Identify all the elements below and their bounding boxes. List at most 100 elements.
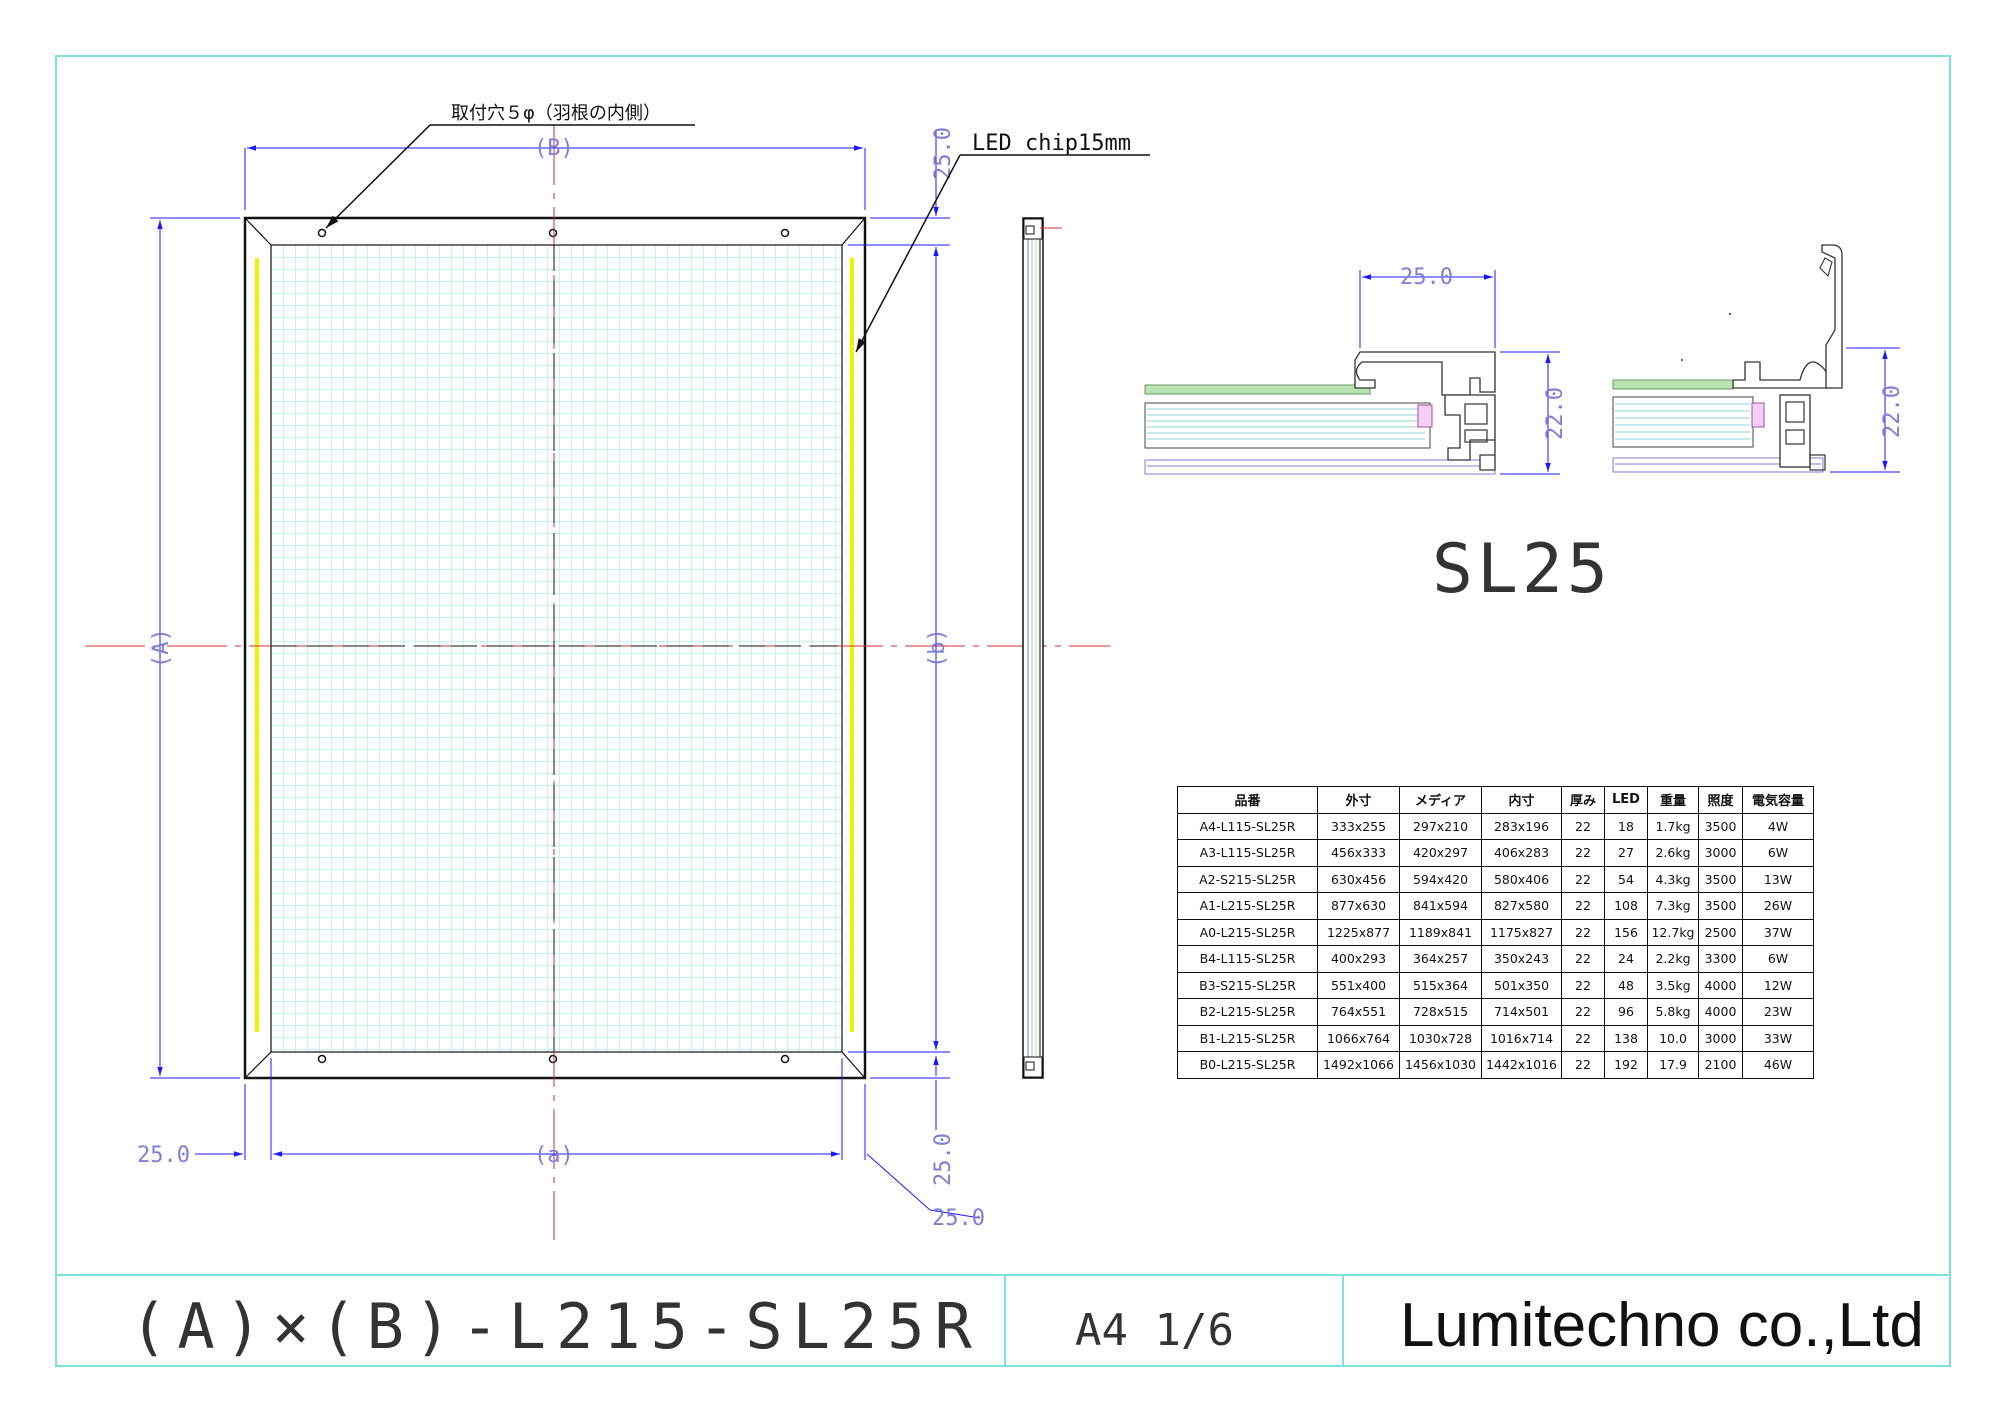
table-cell: 22 [1561,812,1605,840]
table-cell: A0-L215-SL25R [1177,918,1318,946]
table-cell: 364x257 [1399,945,1482,973]
table-cell: 22 [1561,865,1605,893]
col-header-media-size: メディア [1399,786,1482,814]
table-cell: 4000 [1698,971,1743,999]
mount-hole [317,1054,327,1064]
mount-hole [548,228,558,238]
table-cell: 33W [1742,1024,1814,1052]
table-cell: 2500 [1698,918,1743,946]
table-cell: 420x297 [1399,839,1482,867]
dim-label-top-b: (B) [534,136,574,161]
frame-inner [270,244,843,1053]
table-cell: 594x420 [1399,865,1482,893]
dim-label-section-width-25: 25.0 [1400,265,1453,290]
table-cell: 96 [1604,998,1648,1026]
table-cell: 12W [1742,971,1814,999]
table-cell: 3000 [1698,839,1743,867]
table-cell: 10.0 [1647,1024,1699,1052]
table-cell: 12.7kg [1647,918,1699,946]
table-cell: 630x456 [1317,865,1400,893]
table-cell: 406x283 [1481,839,1562,867]
table-cell: 3500 [1698,865,1743,893]
table-cell: 22 [1561,1024,1605,1052]
table-cell: 3500 [1698,812,1743,840]
table-cell: 22 [1561,1051,1605,1079]
col-header-led: LED [1604,786,1648,814]
col-header-thickness: 厚み [1561,786,1605,814]
title-sheet-number: A4 1/6 [1075,1305,1234,1356]
table-cell: 4000 [1698,998,1743,1026]
table-cell: 22 [1561,839,1605,867]
mount-hole [780,1054,790,1064]
table-cell: 54 [1604,865,1648,893]
table-cell: 400x293 [1317,945,1400,973]
sheet-border [55,55,1951,1367]
table-cell: 138 [1604,1024,1648,1052]
table-cell: 1.7kg [1647,812,1699,840]
table-cell: A3-L115-SL25R [1177,839,1318,867]
table-cell: 515x364 [1399,971,1482,999]
side-view [1022,217,1062,1079]
front-view [243,216,867,1080]
spec-table: 品番 外寸 メディア 内寸 厚み LED 重量 照度 電気容量 A4-L115-… [1177,786,1814,1079]
title-company-name: Lumitechno co.,Ltd [1400,1291,1924,1360]
table-cell: 7.3kg [1647,892,1699,920]
table-cell: A1-L215-SL25R [1177,892,1318,920]
section-1-dimensions [1359,270,1560,475]
table-cell: 22 [1561,971,1605,999]
section-2-dimensions [1830,347,1900,473]
table-cell: 22 [1561,892,1605,920]
table-cell: 827x580 [1481,892,1562,920]
table-cell: 46W [1742,1051,1814,1079]
table-cell: A4-L115-SL25R [1177,812,1318,840]
led-strip-right [850,258,854,1032]
table-cell: 456x333 [1317,839,1400,867]
table-cell: 3000 [1698,1024,1743,1052]
dim-label-bottom-left-25: 25.0 [137,1143,190,1168]
table-cell: 5.8kg [1647,998,1699,1026]
spec-table-header-row: 品番 外寸 メディア 内寸 厚み LED 重量 照度 電気容量 [1177,786,1814,814]
section-view-2 [1612,244,1843,473]
table-cell: 350x243 [1481,945,1562,973]
col-header-inner-size: 内寸 [1481,786,1562,814]
mount-hole [548,1054,558,1064]
table-cell: 1030x728 [1399,1024,1482,1052]
dim-label-right-b: (b) [925,628,950,668]
annotation-leaders [325,124,1150,353]
table-cell: 3.5kg [1647,971,1699,999]
table-cell: 2.2kg [1647,945,1699,973]
table-cell: 26W [1742,892,1814,920]
title-model: (A)×(B)-L215-SL25R [130,1290,982,1363]
table-cell: 297x210 [1399,812,1482,840]
col-header-outer-size: 外寸 [1317,786,1400,814]
table-cell: B4-L115-SL25R [1177,945,1318,973]
table-cell: B0-L215-SL25R [1177,1051,1318,1079]
table-cell: B1-L215-SL25R [1177,1024,1318,1052]
table-cell: 27 [1604,839,1648,867]
col-header-power: 電気容量 [1742,786,1814,814]
table-cell: 1492x1066 [1317,1051,1400,1079]
table-cell: 18 [1604,812,1648,840]
table-cell: B2-L215-SL25R [1177,998,1318,1026]
table-cell: 22 [1561,945,1605,973]
table-cell: 37W [1742,918,1814,946]
table-cell: 4W [1742,812,1814,840]
dim-label-bottom-right-v-25: 25.0 [931,1133,956,1186]
col-header-illuminance: 照度 [1698,786,1743,814]
table-cell: 841x594 [1399,892,1482,920]
table-cell: B3-S215-SL25R [1177,971,1318,999]
table-cell: 333x255 [1317,812,1400,840]
table-cell: 3300 [1698,945,1743,973]
table-cell: 2100 [1698,1051,1743,1079]
section-view-1 [1144,351,1496,475]
table-cell: 17.9 [1647,1051,1699,1079]
table-cell: 156 [1604,918,1648,946]
dim-label-top-right-25: 25.0 [931,127,956,180]
